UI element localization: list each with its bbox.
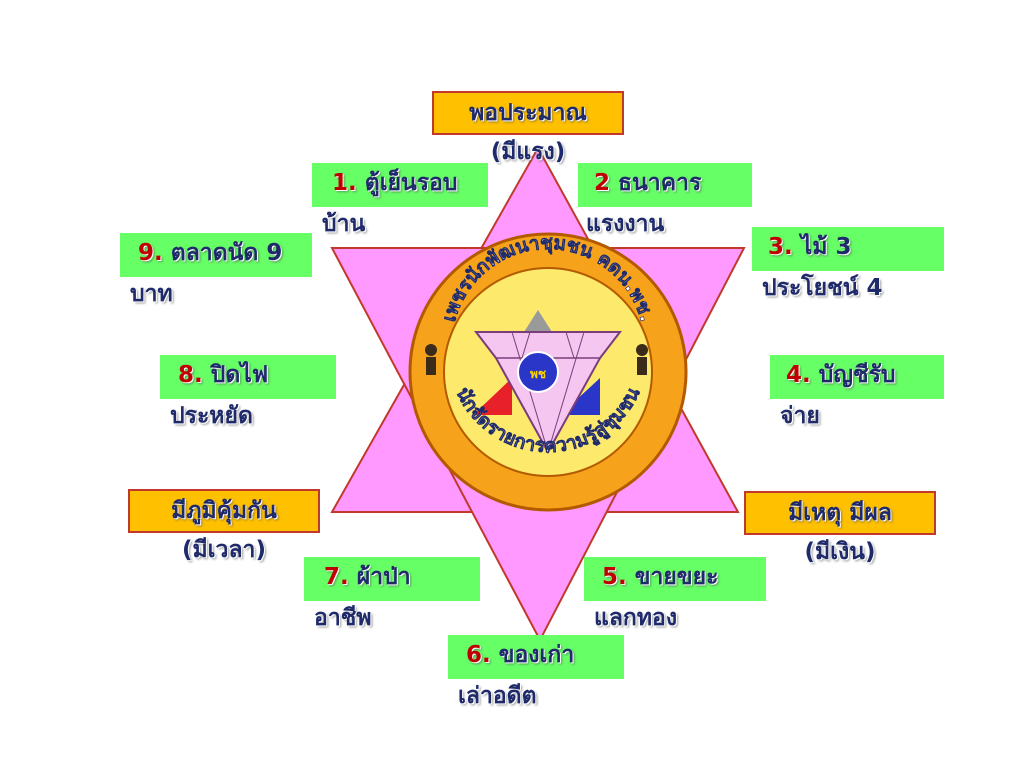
item-6-line2: เล่าอดีต (458, 683, 537, 709)
item-8-box: 8. ปิดไฟ (160, 355, 336, 399)
right-figure-icon (636, 344, 648, 375)
item-5-number: 5. (602, 564, 627, 590)
item-6-label: ของเก่า (498, 642, 575, 668)
item-3-box: 3. ไม้ 3 (752, 227, 944, 271)
item-9-line2: บาท (130, 281, 173, 307)
item-5-label: ขายขยะ (634, 564, 719, 590)
item-9-box: 9. ตลาดนัด 9 (120, 233, 312, 277)
item-1-label: ตู้เย็นรอบ (364, 170, 458, 196)
item-1-box: 1. ตู้เย็นรอบ (312, 163, 488, 207)
item-7-line2: อาชีพ (314, 605, 372, 631)
left-principle-box: มีภูมิคุ้มกัน (128, 489, 320, 533)
item-4-box: 4. บัญชีรับ (770, 355, 944, 399)
item-4-label: บัญชีรับ (818, 362, 896, 388)
right-principle-sub: (มีเงิน) (804, 539, 876, 565)
left-principle-label: มีภูมิคุ้มกัน (171, 498, 277, 524)
item-7-box: 7. ผ้าป่า (304, 557, 480, 601)
item-7-label: ผ้าป่า (356, 564, 411, 590)
emblem: พช เพชรนักพัฒนาชุมชน คดน.พช. นักจัดรายกา… (408, 232, 688, 512)
right-principle-box: มีเหตุ มีผล (744, 491, 936, 535)
item-2-line2: แรงงาน (586, 211, 665, 237)
item-4-number: 4. (786, 362, 811, 388)
item-1-line2: บ้าน (322, 211, 366, 237)
item-9-number: 9. (138, 240, 163, 266)
item-7-number: 7. (324, 564, 349, 590)
item-8-line2: ประหยัด (170, 403, 253, 429)
left-figure-icon (425, 344, 437, 375)
emblem-center-seal (517, 351, 559, 393)
top-principle-label: พอประมาณ (469, 100, 587, 126)
left-principle-sub: (มีเวลา) (182, 537, 266, 563)
item-9-label: ตลาดนัด 9 (170, 240, 283, 266)
item-8-number: 8. (178, 362, 203, 388)
item-2-label: ธนาคาร (618, 170, 702, 196)
item-2-box: 2 ธนาคาร (578, 163, 752, 207)
item-5-line2: แลกทอง (594, 605, 678, 631)
top-principle-box: พอประมาณ (432, 91, 624, 135)
item-1-number: 1. (332, 170, 357, 196)
item-6-number: 6. (466, 642, 491, 668)
emblem-center-text: พช (530, 367, 546, 381)
item-5-box: 5. ขายขยะ (584, 557, 766, 601)
item-4-line2: จ่าย (780, 403, 820, 429)
item-3-number: 3. (768, 234, 793, 260)
item-3-line2: ประโยชน์ 4 (762, 275, 883, 301)
item-3-label: ไม้ 3 (800, 234, 852, 260)
item-6-box: 6. ของเก่า (448, 635, 624, 679)
item-8-label: ปิดไฟ (210, 362, 269, 388)
top-principle-sub: (มีแรง) (490, 139, 566, 165)
right-principle-label: มีเหตุ มีผล (788, 500, 892, 526)
item-2-number: 2 (594, 170, 611, 196)
